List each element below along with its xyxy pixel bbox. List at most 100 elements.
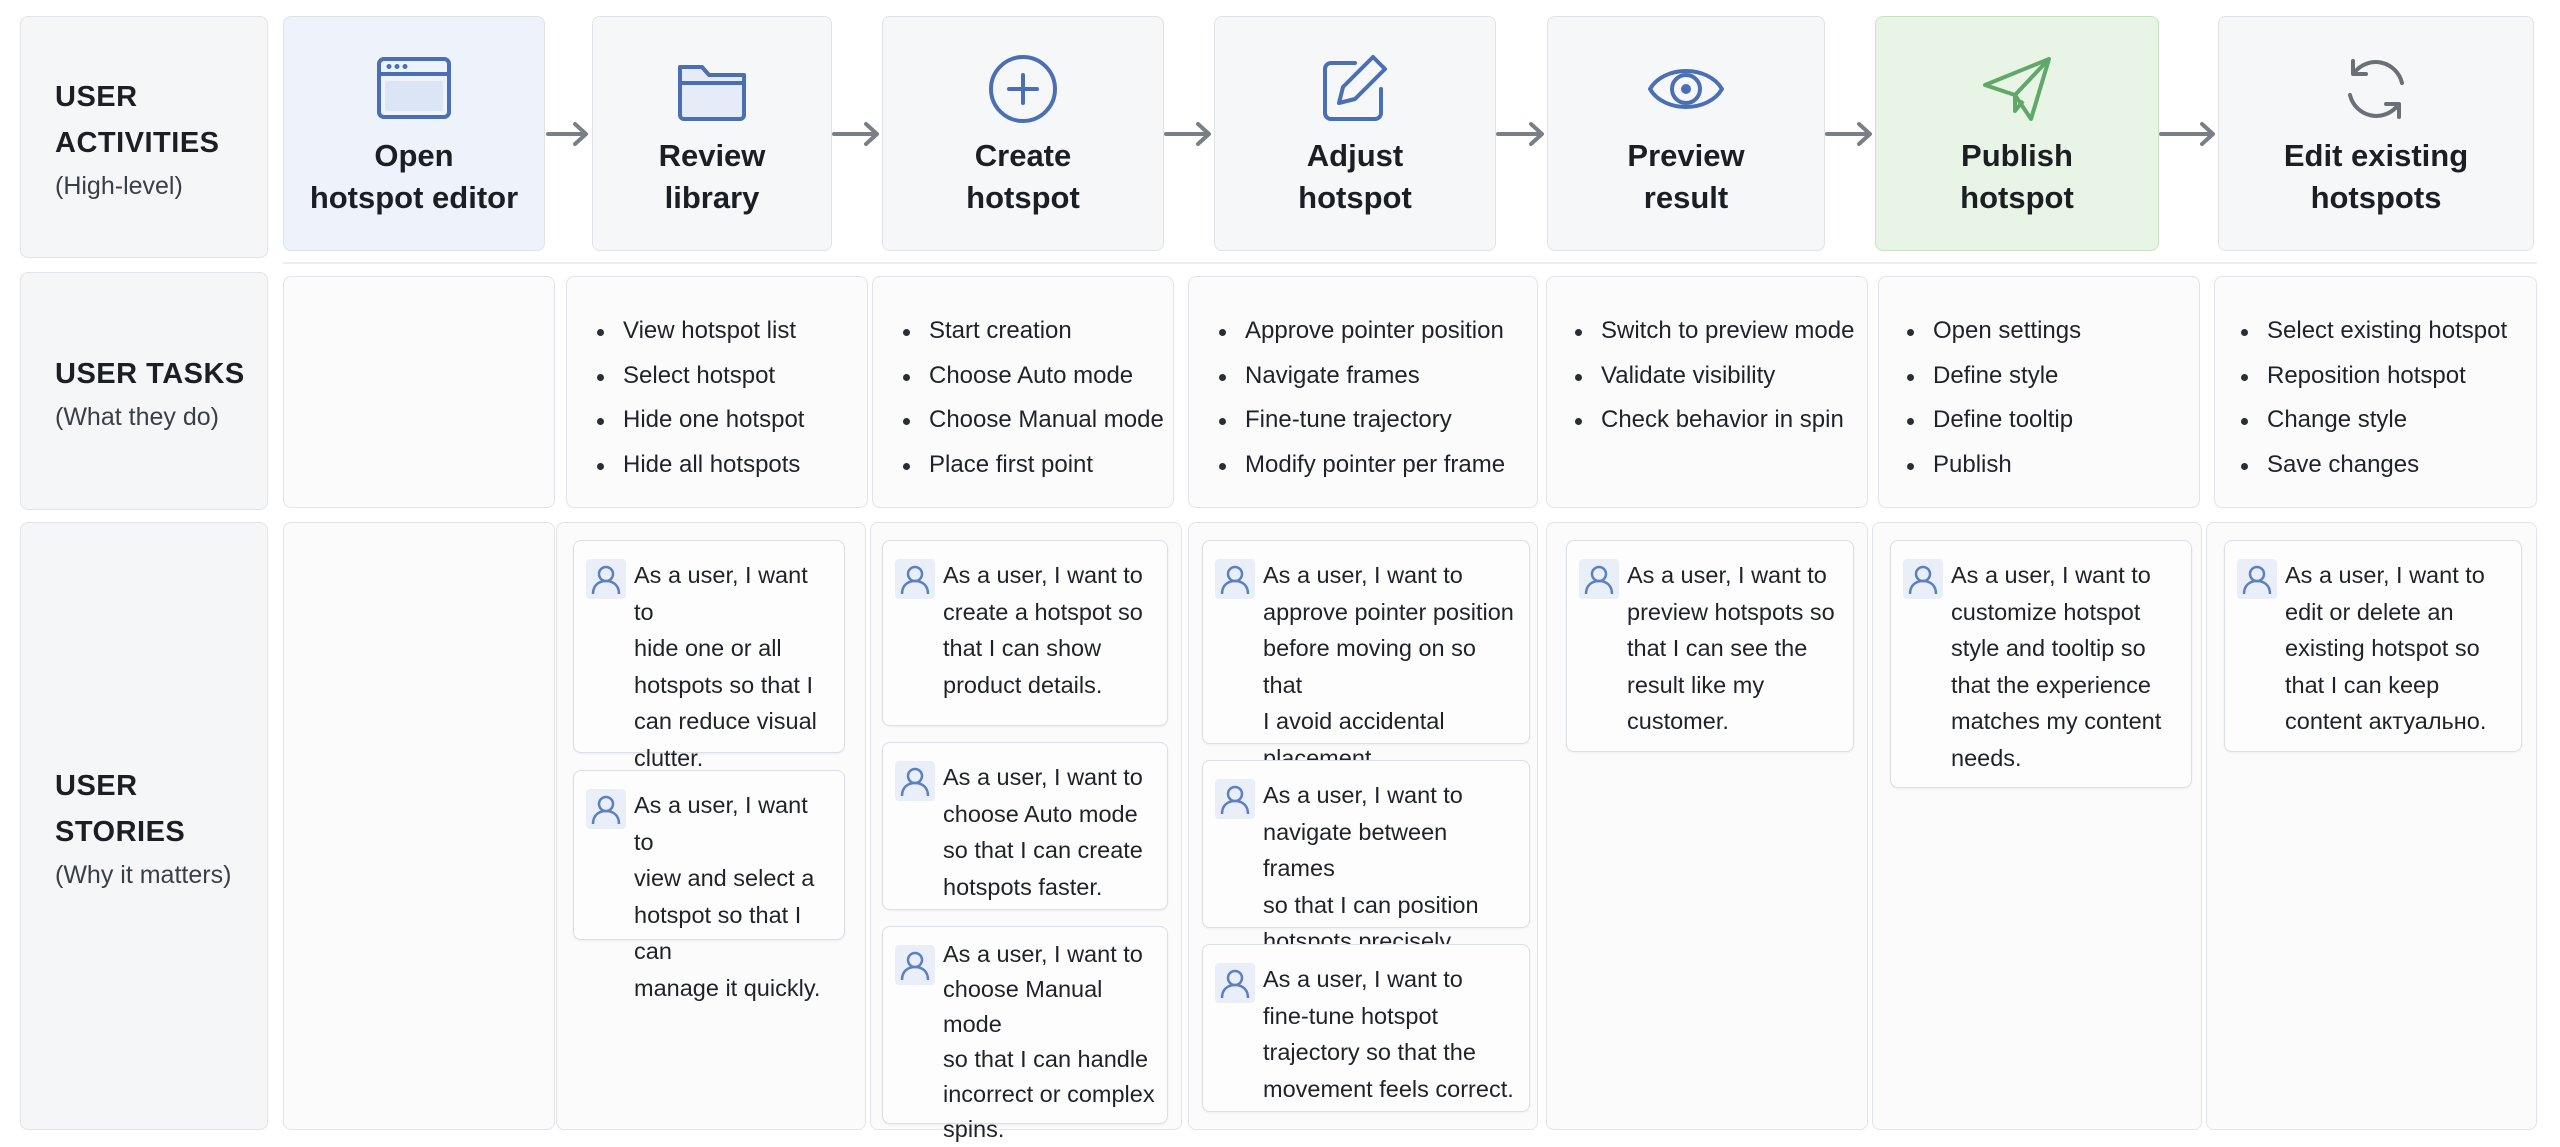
activity-adjust-hotspot[interactable]: Adjust hotspot <box>1214 16 1496 251</box>
user-icon <box>2237 559 2277 599</box>
tasks-cell-0 <box>283 276 555 508</box>
arrow-icon <box>1164 122 1211 146</box>
plus-circle-icon <box>989 55 1057 123</box>
row-title-stories: USER STORIES <box>55 769 186 848</box>
folder-icon <box>678 65 746 121</box>
activity-label-line1: Create <box>974 138 1072 173</box>
user-icon <box>1215 779 1255 819</box>
activity-label-line1: Edit existing <box>2283 138 2469 173</box>
user-icon <box>1215 559 1255 599</box>
task-item: Hide one hotspot <box>593 398 867 443</box>
row-divider <box>283 262 2537 264</box>
activity-label-line2: result <box>1643 180 1729 215</box>
task-item: Fine-tune trajectory <box>1215 398 1537 443</box>
tasks-cell-3: Approve pointer position Navigate frames… <box>1188 276 1538 508</box>
activity-edit-existing[interactable]: Edit existing hotspots <box>2218 16 2534 251</box>
tasks-cell-6: Select existing hotspot Reposition hotsp… <box>2214 276 2537 508</box>
arrow-icon <box>1825 122 1872 146</box>
activity-create-hotspot[interactable]: Create hotspot <box>882 16 1164 251</box>
row-subtitle-activities: (High-level) <box>55 171 183 200</box>
activity-label-line1: Open <box>374 138 454 173</box>
task-item: Change style <box>2237 398 2536 443</box>
activity-preview-result[interactable]: Preview result <box>1547 16 1825 251</box>
activity-label-line2: hotspots <box>2310 180 2442 215</box>
tasks-cell-1: View hotspot list Select hotspot Hide on… <box>566 276 868 508</box>
paper-plane-icon <box>1983 57 2051 121</box>
edit-pencil-icon <box>1323 55 1387 121</box>
task-item: Define style <box>1903 354 2199 399</box>
task-item: Save changes <box>2237 443 2536 488</box>
task-item: Choose Auto mode <box>899 354 1173 399</box>
task-item: Start creation <box>899 309 1173 354</box>
tasks-cell-2: Start creation Choose Auto mode Choose M… <box>872 276 1174 508</box>
row-title-activities-line2: ACTIVITIES <box>55 126 220 159</box>
activity-label-line2: hotspot <box>966 180 1080 215</box>
task-item: Select existing hotspot <box>2237 309 2536 354</box>
tasks-cell-4: Switch to preview mode Validate visibili… <box>1546 276 1868 508</box>
task-item: Select hotspot <box>593 354 867 399</box>
activity-label-line2: hotspot editor <box>309 180 519 215</box>
refresh-icon <box>2348 59 2404 119</box>
task-item: Choose Manual mode <box>899 398 1173 443</box>
activity-label-line1: Review <box>658 138 766 173</box>
user-icon <box>1215 963 1255 1003</box>
arrow-icon <box>546 122 588 146</box>
user-icon <box>1579 559 1619 599</box>
eye-icon <box>1648 69 1724 109</box>
activity-open-editor[interactable]: Open hotspot editor <box>283 16 545 251</box>
user-icon <box>895 559 935 599</box>
tasks-cell-5: Open settings Define style Define toolti… <box>1878 276 2200 508</box>
task-item: Check behavior in spin <box>1571 398 1867 443</box>
activity-label-line2: library <box>664 180 760 215</box>
activity-label-line1: Adjust <box>1306 138 1404 173</box>
activity-label-line2: hotspot <box>1298 180 1412 215</box>
task-item: Publish <box>1903 443 2199 488</box>
task-item: Define tooltip <box>1903 398 2199 443</box>
row-label-stories: USER STORIES (Why it matters) <box>20 522 268 1130</box>
activity-publish-hotspot[interactable]: Publish hotspot <box>1875 16 2159 251</box>
activity-review-library[interactable]: Review library <box>592 16 832 251</box>
row-label-tasks: USER TASKS (What they do) <box>20 272 268 510</box>
user-icon <box>586 789 626 829</box>
user-icon <box>1903 559 1943 599</box>
activity-label-line2: hotspot <box>1960 180 2074 215</box>
user-icon <box>895 761 935 801</box>
row-title-tasks: USER TASKS <box>55 357 245 390</box>
task-item: Switch to preview mode <box>1571 309 1867 354</box>
arrow-icon <box>2159 122 2215 146</box>
task-item: Validate visibility <box>1571 354 1867 399</box>
row-label-activities: USER ACTIVITIES (High-level) <box>20 16 268 258</box>
row-title-activities-line1: USER <box>55 80 138 113</box>
task-item: Open settings <box>1903 309 2199 354</box>
user-icon <box>895 945 935 985</box>
task-item: Navigate frames <box>1215 354 1537 399</box>
stories-cell-0 <box>283 522 555 1130</box>
task-item: Reposition hotspot <box>2237 354 2536 399</box>
arrow-icon <box>832 122 879 146</box>
task-item: View hotspot list <box>593 309 867 354</box>
browser-window-icon <box>377 57 451 119</box>
row-subtitle-stories: (Why it matters) <box>55 860 232 889</box>
